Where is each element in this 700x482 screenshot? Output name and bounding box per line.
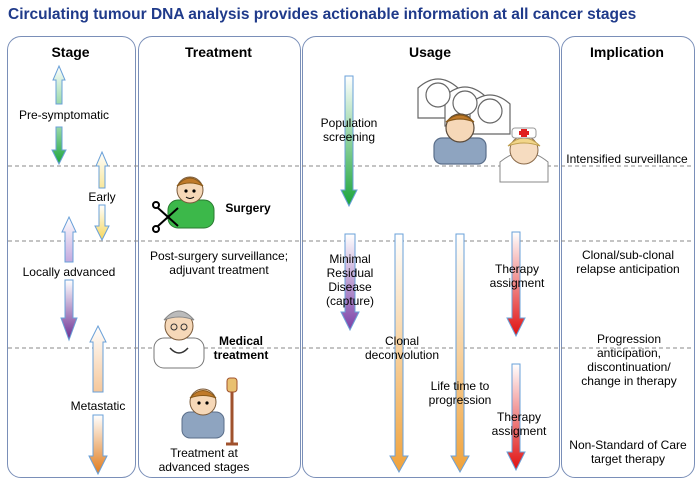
early-up-arrow bbox=[95, 150, 109, 189]
therapy-assignment-arrow-1 bbox=[506, 231, 526, 338]
locally-advanced-up-arrow bbox=[61, 215, 77, 263]
treatment-surgery: Surgery bbox=[225, 201, 271, 215]
pre-symptomatic-up-arrow bbox=[52, 64, 66, 105]
usage-minimal-residual-disease: Minimal Residual Disease (capture) bbox=[325, 252, 375, 308]
implication-non-standard-therapy: Non-Standard of Care target therapy bbox=[569, 438, 687, 466]
screening-arrow bbox=[340, 75, 358, 208]
surgeon-icon bbox=[152, 176, 215, 233]
stage-column-header: Stage bbox=[51, 44, 90, 60]
treatment-post-surgery: Post-surgery surveillance; adjuvant trea… bbox=[149, 249, 289, 277]
usage-lifetime-progression: Life time to progression bbox=[428, 379, 492, 407]
implication-panel bbox=[561, 36, 695, 478]
usage-therapy-assignment-1: Therapy assigment bbox=[489, 262, 545, 290]
stage-early: Early bbox=[88, 190, 116, 204]
treatment-medical: Medical treatment bbox=[213, 334, 269, 362]
mrd-arrow bbox=[340, 233, 360, 332]
clonal-deconvolution-arrow bbox=[389, 233, 409, 474]
therapy-assignment-arrow-2 bbox=[506, 363, 526, 472]
treatment-advanced-stages: Treatment at advanced stages bbox=[158, 446, 250, 474]
metastatic-down-arrow bbox=[88, 414, 108, 476]
pre-symptomatic-down-arrow bbox=[51, 126, 67, 166]
implication-progression-anticipation: Progression anticipation, discontinuatio… bbox=[581, 332, 677, 388]
stage-pre-symptomatic: Pre-symptomatic bbox=[18, 108, 110, 122]
lifetime-progression-arrow bbox=[450, 233, 470, 474]
stage-separators bbox=[8, 165, 692, 349]
nurse-icon bbox=[499, 127, 549, 183]
treatment-panel bbox=[138, 36, 301, 478]
people-group-icon bbox=[417, 78, 511, 165]
implication-column-header: Implication bbox=[590, 44, 664, 60]
usage-therapy-assignment-2: Therapy assigment bbox=[491, 410, 547, 438]
patient-iv-icon bbox=[181, 377, 238, 446]
usage-column-header: Usage bbox=[408, 44, 452, 60]
stage-locally-advanced: Locally advanced bbox=[22, 265, 116, 279]
stage-metastatic: Metastatic bbox=[70, 399, 126, 413]
usage-population-screening: Population screening bbox=[320, 116, 378, 144]
figure-title: Circulating tumour DNA analysis provides… bbox=[8, 6, 637, 23]
implication-intensified-surveillance: Intensified surveillance bbox=[566, 152, 688, 166]
doctor-icon bbox=[153, 310, 205, 369]
treatment-column-header: Treatment bbox=[185, 44, 252, 60]
usage-clonal-deconvolution: Clonal deconvolution bbox=[364, 334, 440, 362]
early-down-arrow bbox=[94, 204, 110, 242]
metastatic-up-arrow bbox=[89, 324, 107, 393]
implication-relapse-anticipation: Clonal/sub-clonal relapse anticipation bbox=[576, 248, 680, 276]
locally-advanced-down-arrow bbox=[60, 279, 78, 342]
